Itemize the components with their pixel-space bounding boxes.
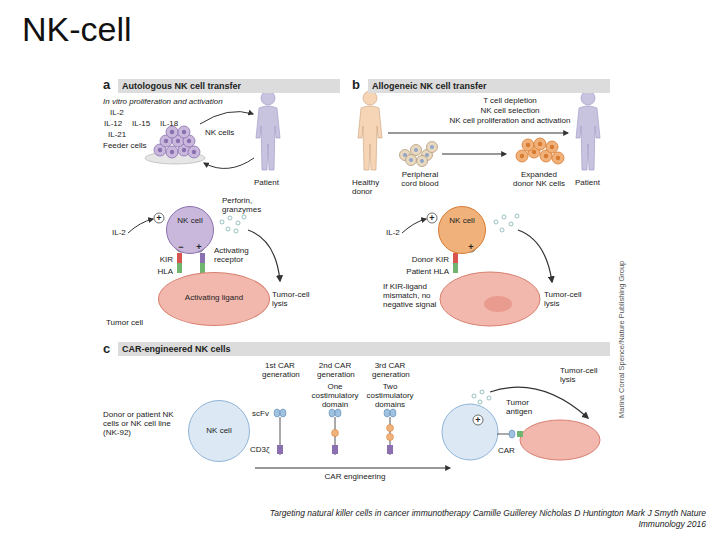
label: IL-21 — [108, 130, 138, 139]
label: NK cell selection — [440, 106, 580, 115]
sign-symbol: − — [176, 241, 186, 253]
label: One costimulatory domain — [310, 382, 360, 410]
label: Activating receptor — [214, 246, 260, 264]
nk-cell: NK cell — [438, 206, 486, 254]
panel-header: CAR-engineered NK cells — [118, 342, 610, 356]
label: Two costimulatory domains — [365, 382, 415, 410]
label: Expanded donor NK cells — [512, 170, 566, 188]
label: Patient — [575, 178, 615, 187]
label: T cell depletion — [440, 96, 580, 105]
panel-header: Autologous NK cell transfer — [118, 79, 340, 93]
label: Tumor-cell lysis — [560, 366, 602, 384]
label: Tumor-cell lysis — [272, 290, 314, 308]
node-text: NK cell — [439, 216, 485, 225]
label: Patient — [254, 178, 294, 187]
label: IL-2 — [110, 108, 140, 117]
node-text: NK cell — [167, 216, 213, 225]
label: 2nd CAR generation — [317, 361, 353, 379]
panel-header: Allogeneic NK cell transfer — [368, 79, 610, 93]
label: IL-18 — [160, 119, 188, 128]
label: NK cell proliferation and activation — [430, 116, 590, 125]
sign-symbol: + — [466, 241, 476, 253]
sign-symbol: + — [473, 414, 483, 426]
node-text: Autologous NK cell transfer — [122, 80, 336, 92]
label: If KIR-ligand mismatch, no negative sign… — [383, 282, 438, 310]
node-text: Allogeneic NK cell transfer — [372, 80, 606, 92]
label: Patient HLA — [383, 267, 449, 276]
label: NK cells — [205, 128, 245, 137]
label: 1st CAR generation — [262, 361, 298, 379]
label: IL-15 — [132, 119, 160, 128]
label: scFv — [252, 409, 274, 418]
sign-symbol: + — [154, 212, 164, 224]
label: Feeder cells — [103, 141, 153, 150]
label: CAR engineering — [300, 472, 410, 481]
slide-title: NK-cell — [22, 10, 132, 49]
node-text: CAR-engineered NK cells — [122, 343, 606, 355]
label: Donor or patient NK cells or NK cell lin… — [103, 410, 175, 438]
sign-symbol: + — [194, 241, 204, 253]
label: Tumor cell — [106, 318, 156, 327]
label: IL-2 — [386, 228, 408, 237]
label: CD3ζ — [250, 445, 274, 454]
label: Perforin, granzymes — [222, 196, 264, 214]
panel-letter: a — [103, 77, 117, 92]
sign-symbol: + — [427, 212, 437, 224]
image-credit: Marina Corral Spence/Nature Publishing G… — [618, 219, 627, 459]
label: 3rd CAR generation — [372, 361, 408, 379]
label: Tumor antigen — [506, 398, 554, 416]
label: Peripheral cord blood — [394, 170, 446, 188]
label: Tumor-cell lysis — [544, 290, 586, 308]
panel-letter: c — [103, 341, 117, 356]
label: CAR — [498, 446, 522, 455]
node-text: Activating ligand — [159, 293, 269, 302]
label: IL-12 — [104, 119, 132, 128]
label: HLA — [140, 267, 173, 276]
label: Donor KIR — [383, 255, 449, 264]
label: KIR — [140, 255, 173, 264]
label: IL-2 — [112, 228, 134, 237]
tumor-cell: Activating ligand — [158, 272, 270, 326]
figure-caption: Targeting natural killer cells in cancer… — [258, 508, 706, 530]
panel-letter: b — [352, 77, 366, 92]
nk-cell: NK cell — [166, 206, 214, 254]
node-text: NK cell — [189, 426, 249, 435]
nk-cell: NK cell — [188, 400, 250, 462]
label: Healthy donor — [352, 178, 392, 196]
step-note: In vitro proliferation and activation — [103, 97, 278, 106]
